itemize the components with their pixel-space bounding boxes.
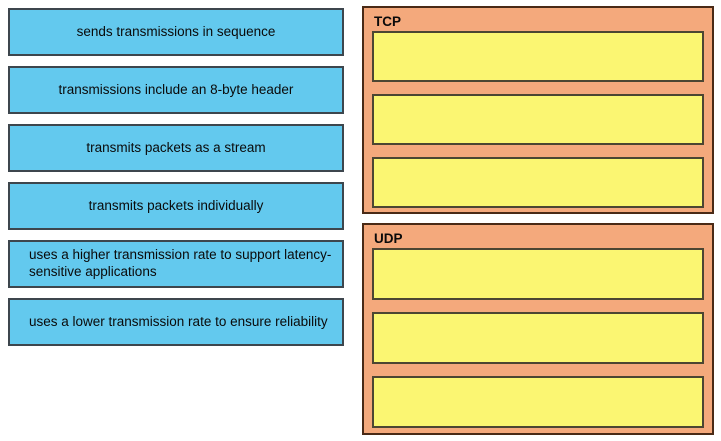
drag-item-packets-as-stream[interactable]: transmits packets as a stream bbox=[8, 124, 344, 172]
tcp-drop-slot-2[interactable] bbox=[372, 94, 704, 145]
drag-source-column: sends transmissions in sequence transmis… bbox=[8, 8, 344, 356]
drag-item-packets-individually[interactable]: transmits packets individually bbox=[8, 182, 344, 230]
tcp-drop-slot-1[interactable] bbox=[372, 31, 704, 82]
udp-drop-slot-2[interactable] bbox=[372, 312, 704, 364]
drag-item-sends-in-sequence[interactable]: sends transmissions in sequence bbox=[8, 8, 344, 56]
udp-drop-slot-3[interactable] bbox=[372, 376, 704, 428]
tcp-drop-slot-3[interactable] bbox=[372, 157, 704, 208]
udp-label: UDP bbox=[374, 231, 403, 246]
tcp-label: TCP bbox=[374, 14, 401, 29]
drop-target-column: TCP UDP bbox=[362, 6, 714, 435]
drag-item-8-byte-header[interactable]: transmissions include an 8-byte header bbox=[8, 66, 344, 114]
tcp-drop-group: TCP bbox=[362, 6, 714, 214]
drag-item-lower-rate[interactable]: uses a lower transmission rate to ensure… bbox=[8, 298, 344, 346]
udp-drop-slot-1[interactable] bbox=[372, 248, 704, 300]
drag-item-higher-rate[interactable]: uses a higher transmission rate to suppo… bbox=[8, 240, 344, 288]
udp-drop-group: UDP bbox=[362, 223, 714, 435]
